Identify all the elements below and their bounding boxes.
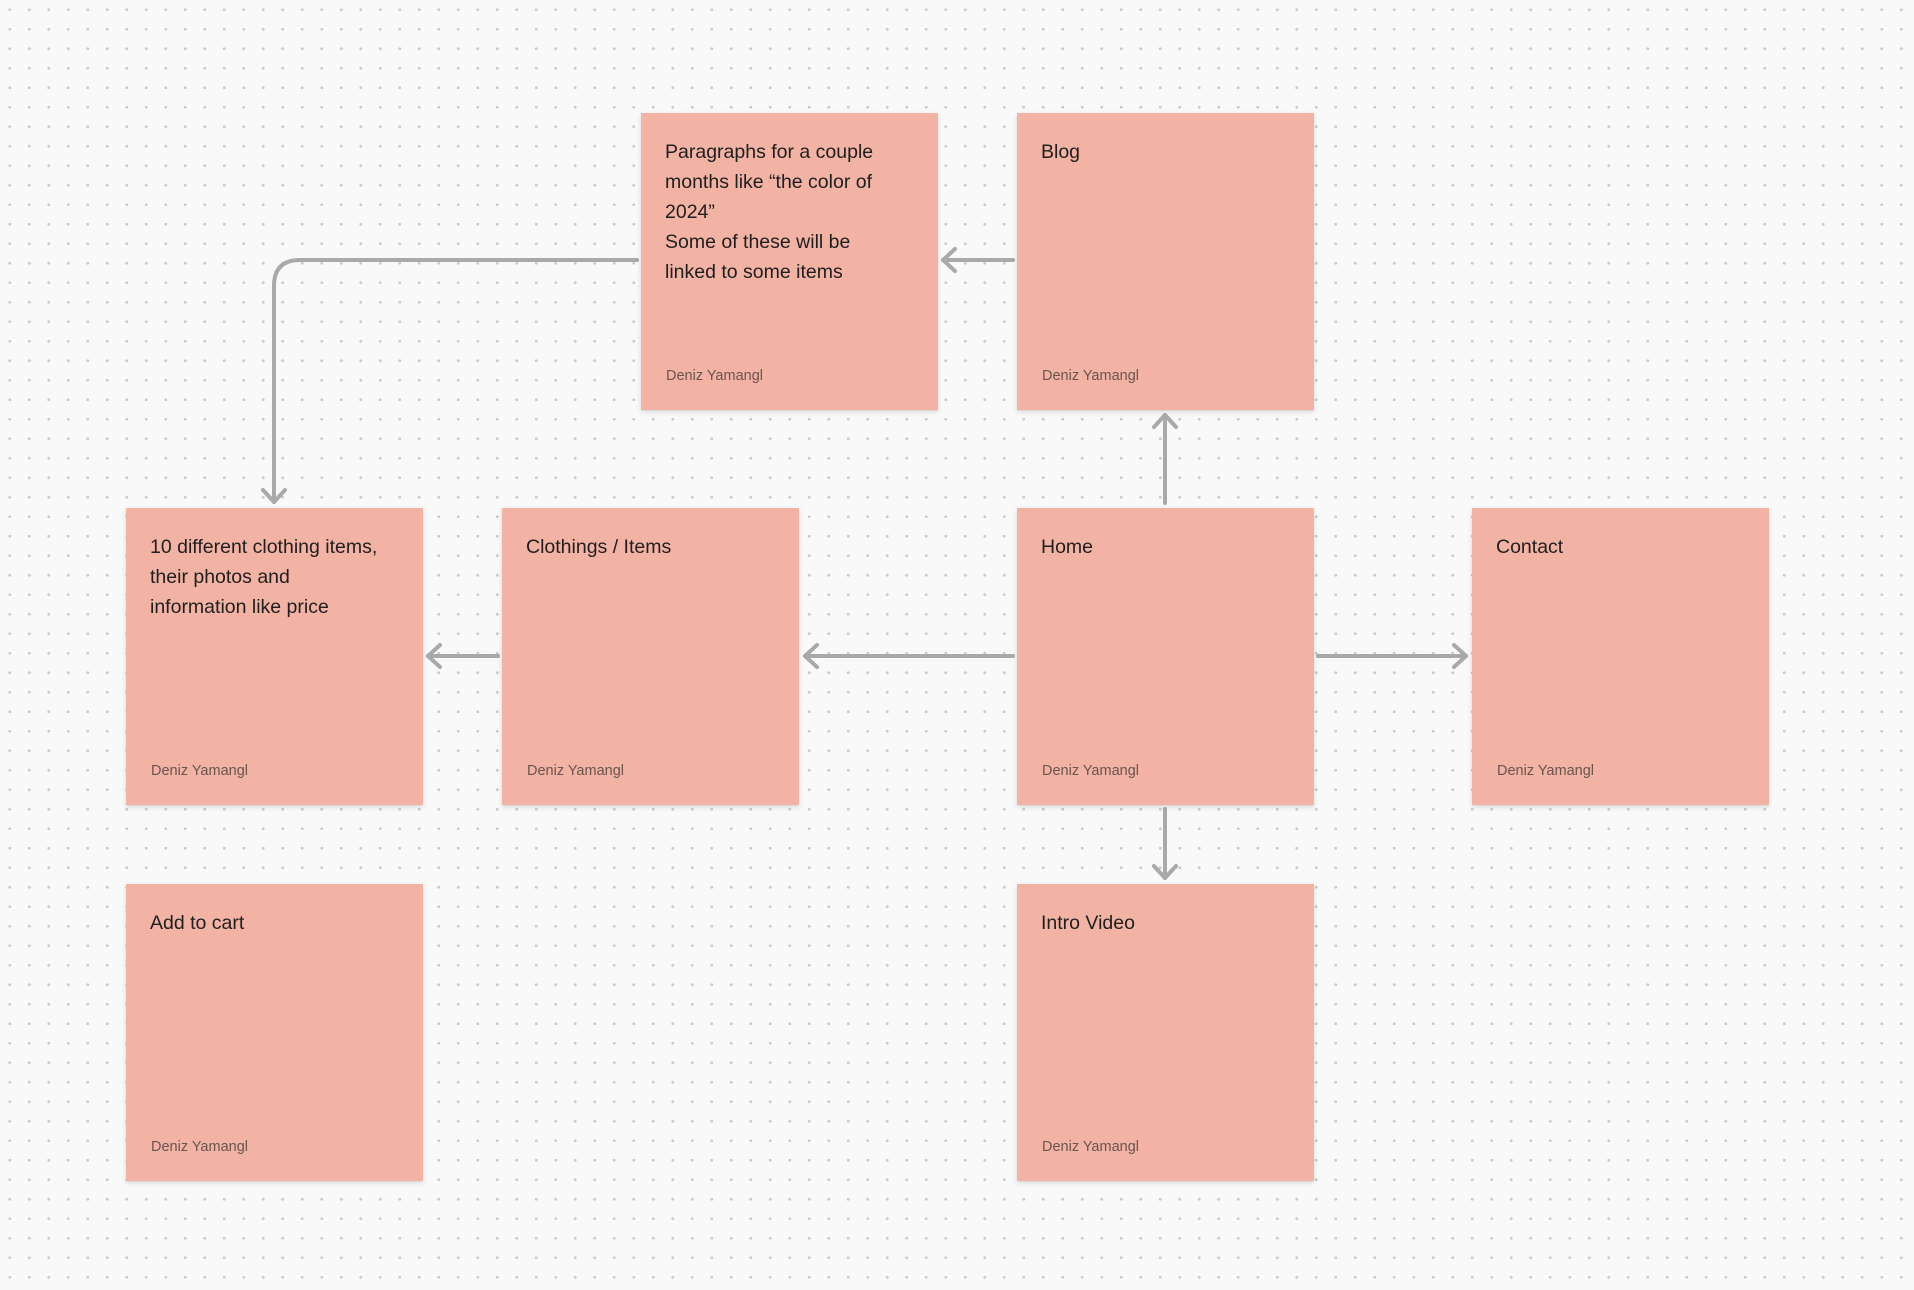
connector-home-to-intro-video[interactable]	[1152, 807, 1178, 880]
connector-clothings-to-details[interactable]	[426, 643, 500, 669]
sticky-note-paragraphs[interactable]: Paragraphs for a couple months like “the…	[641, 113, 938, 410]
note-text: Clothings / Items	[526, 536, 672, 558]
sticky-note-clothing-details[interactable]: 10 different clothing items, their photo…	[126, 508, 423, 805]
note-text: Home	[1041, 536, 1094, 558]
connector-blog-to-paragraphs[interactable]	[941, 247, 1015, 273]
note-text: Blog	[1041, 141, 1081, 163]
note-author: Deniz Yamangl	[151, 1139, 248, 1155]
sticky-note-home[interactable]: Home Deniz Yamangl	[1017, 508, 1314, 805]
sticky-note-add-to-cart[interactable]: Add to cart Deniz Yamangl	[126, 884, 423, 1181]
note-author: Deniz Yamangl	[666, 368, 763, 384]
connector-home-to-clothings[interactable]	[803, 643, 1015, 669]
note-text: Intro Video	[1041, 912, 1135, 934]
note-author: Deniz Yamangl	[151, 763, 248, 779]
connector-home-to-contact[interactable]	[1316, 643, 1468, 669]
connector-home-to-blog[interactable]	[1152, 413, 1178, 505]
note-author: Deniz Yamangl	[527, 763, 624, 779]
note-text: 10 different clothing items, their photo…	[150, 536, 378, 618]
connector-paragraphs-to-details[interactable]	[261, 258, 639, 504]
sticky-note-contact[interactable]: Contact Deniz Yamangl	[1472, 508, 1769, 805]
note-author: Deniz Yamangl	[1042, 763, 1139, 779]
sticky-note-blog[interactable]: Blog Deniz Yamangl	[1017, 113, 1314, 410]
note-text: Paragraphs for a couple months like “the…	[665, 141, 874, 283]
note-author: Deniz Yamangl	[1497, 763, 1594, 779]
note-author: Deniz Yamangl	[1042, 1139, 1139, 1155]
note-author: Deniz Yamangl	[1042, 368, 1139, 384]
note-text: Contact	[1496, 536, 1564, 558]
note-text: Add to cart	[150, 912, 245, 934]
sticky-note-clothings[interactable]: Clothings / Items Deniz Yamangl	[502, 508, 799, 805]
sticky-note-intro-video[interactable]: Intro Video Deniz Yamangl	[1017, 884, 1314, 1181]
